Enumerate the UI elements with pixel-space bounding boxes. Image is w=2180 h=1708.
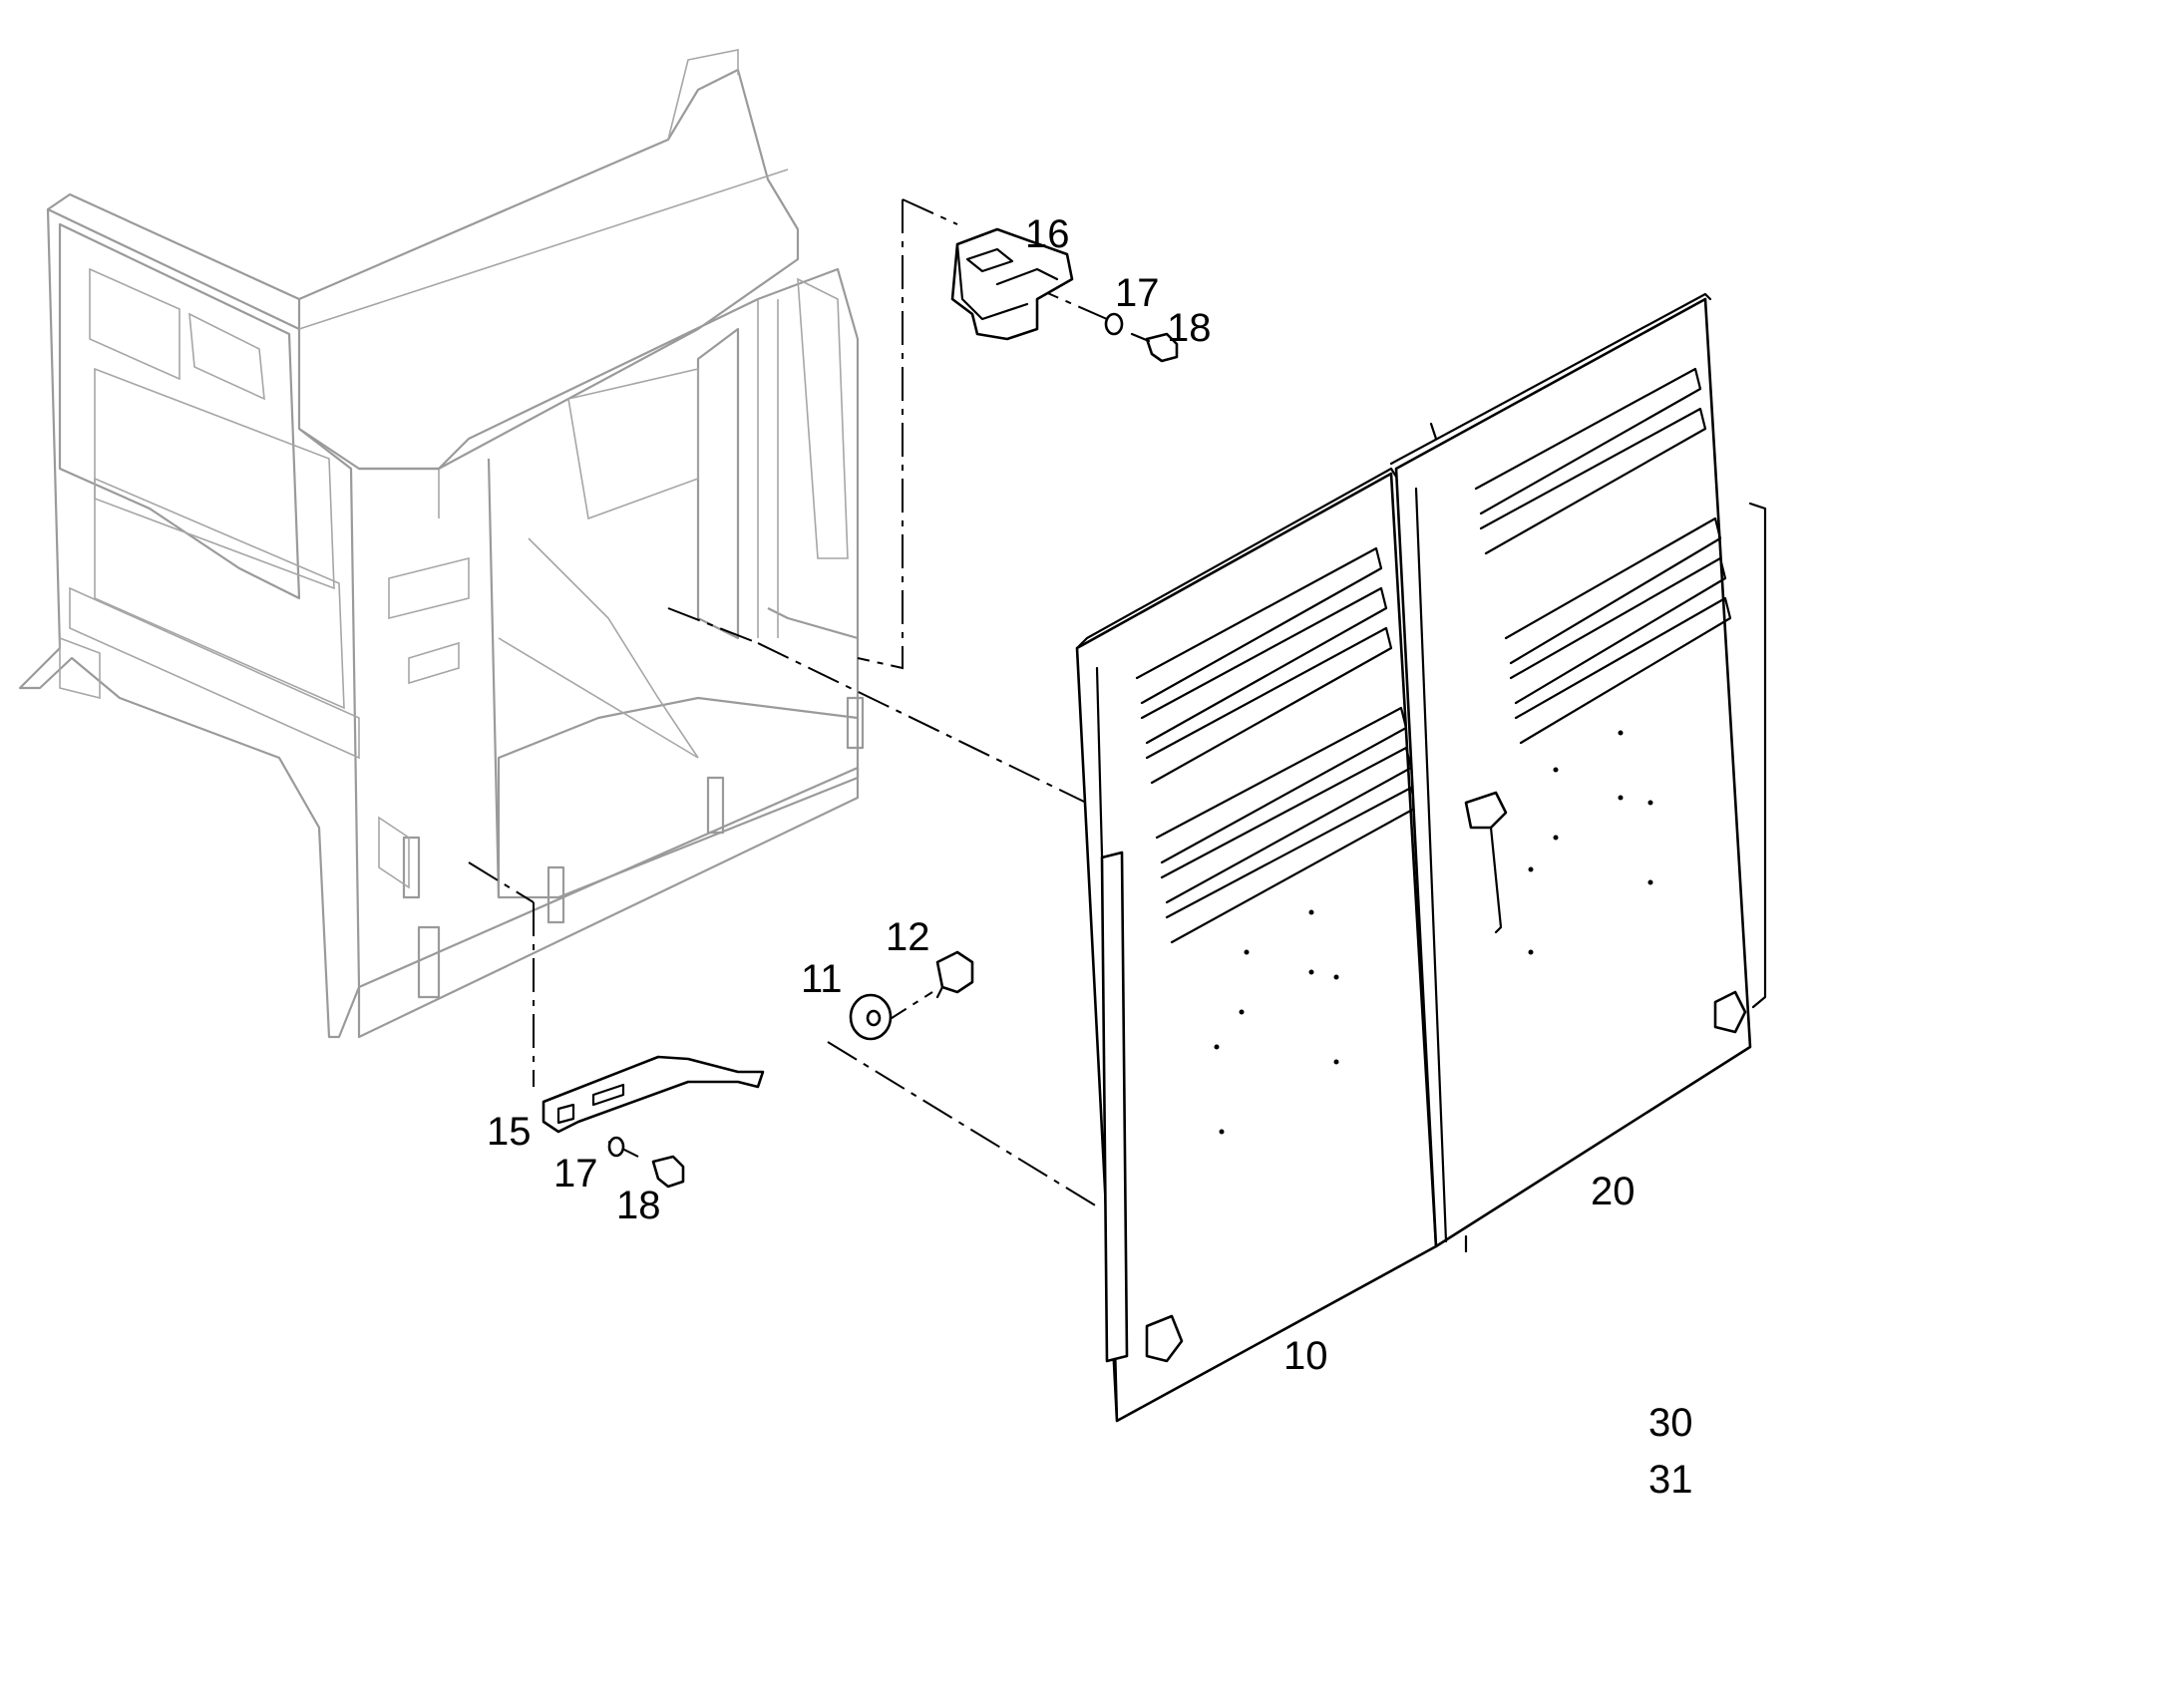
callout-20: 20 — [1591, 1170, 1635, 1213]
washer-17-top — [1104, 312, 1124, 336]
door-panel-10 — [1075, 467, 1438, 1423]
callout-30: 30 — [1648, 1401, 1693, 1445]
rivet-dots — [1214, 730, 1653, 1135]
callouts: 16 17 18 12 11 15 17 18 20 10 30 31 — [487, 212, 1693, 1502]
bracket-15 — [542, 1055, 765, 1134]
callout-18-bottom: 18 — [616, 1184, 661, 1227]
callout-15: 15 — [487, 1110, 532, 1154]
door-panel-20 — [1389, 292, 1767, 1253]
callout-31: 31 — [1648, 1458, 1693, 1502]
bolt-18-top — [1130, 332, 1179, 363]
callout-16: 16 — [1025, 212, 1070, 256]
cab-frame — [18, 49, 865, 1039]
washer-17-bottom — [607, 1136, 625, 1158]
washer-11 — [849, 993, 893, 1041]
bracket-16 — [950, 227, 1074, 341]
callout-12: 12 — [886, 915, 930, 959]
callout-11: 11 — [801, 957, 843, 1001]
leader-lines — [468, 198, 1118, 1207]
callout-17-bottom: 17 — [553, 1152, 598, 1196]
bolt-12 — [935, 950, 974, 999]
callout-17-top: 17 — [1115, 271, 1160, 315]
bolt-18-bottom — [651, 1155, 685, 1189]
callout-10: 10 — [1283, 1334, 1328, 1378]
callout-18-top: 18 — [1167, 306, 1212, 350]
